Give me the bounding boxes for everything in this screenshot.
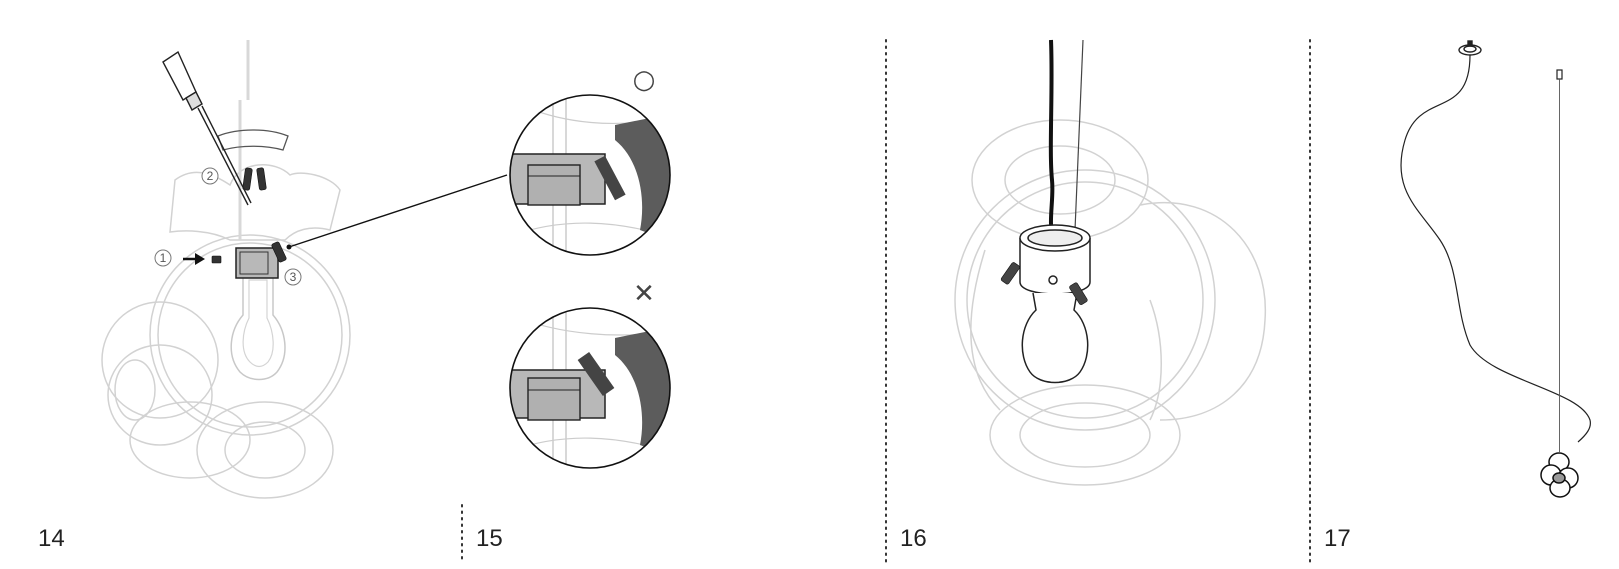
step-number-17: 17 xyxy=(1324,525,1351,552)
step-numbers: 14 15 16 17 xyxy=(38,525,1351,552)
callout-markers: 1 2 3 xyxy=(154,167,302,286)
cap-14 xyxy=(217,129,289,151)
incorrect-mark: ✕ xyxy=(633,279,655,309)
step-number-16: 16 xyxy=(900,525,927,552)
set-screw-icon xyxy=(1000,262,1088,305)
step-14-illustration: 1 2 3 xyxy=(101,40,508,499)
screwdriver-icon xyxy=(162,50,252,206)
lamp-body-outline-16 xyxy=(954,119,1267,486)
lamp-fitting-16 xyxy=(1019,224,1091,384)
step-number-15: 15 xyxy=(476,525,503,552)
suspension-clip xyxy=(1556,69,1563,80)
callout-3: 3 xyxy=(290,270,297,284)
step-dividers xyxy=(461,39,1311,563)
detail-correct: ○ xyxy=(509,65,671,256)
lamp-body-outline xyxy=(101,40,351,499)
callout-2: 2 xyxy=(207,169,214,183)
step-17-illustration xyxy=(1400,40,1591,498)
detail-incorrect: ✕ xyxy=(509,279,671,469)
callout-1: 1 xyxy=(160,251,167,265)
hanging-cord xyxy=(1400,54,1591,443)
bulb-14 xyxy=(230,269,286,381)
lamp-pendant xyxy=(1540,452,1579,498)
socket-holder-14 xyxy=(235,247,279,279)
set-screw-icon xyxy=(211,167,287,264)
ceiling-canopy xyxy=(1458,40,1482,56)
power-cord-16 xyxy=(1048,39,1055,241)
step-16-illustration xyxy=(954,39,1267,486)
step-number-14: 14 xyxy=(38,525,65,552)
detail-leader-line xyxy=(286,174,508,250)
arrow-right-icon xyxy=(183,253,205,265)
correct-mark: ○ xyxy=(633,65,656,95)
